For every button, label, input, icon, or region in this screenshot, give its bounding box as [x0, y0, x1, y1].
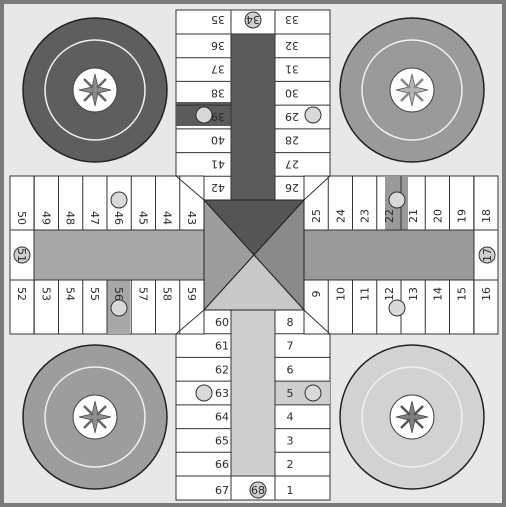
cell-label: 24	[334, 209, 347, 223]
cell-label: 53	[39, 287, 52, 301]
cell-label: 66	[215, 458, 229, 471]
cell-label: 16	[480, 287, 493, 301]
cell-label: 41	[211, 157, 225, 170]
cell-label: 10	[334, 287, 347, 301]
cell-label: 62	[215, 363, 229, 376]
cell-label: 36	[211, 39, 225, 52]
cell-label: 60	[215, 316, 229, 329]
cell-label: 61	[215, 340, 229, 353]
marker-circle	[111, 300, 127, 316]
cell-label: 52	[15, 287, 28, 301]
cell-label: 55	[88, 287, 101, 301]
cell-label: 17	[481, 248, 494, 262]
cell-label: 46	[112, 211, 125, 225]
cell-label: 37	[211, 63, 225, 76]
home-bottom-left	[23, 345, 167, 489]
cell-label: 68	[251, 484, 265, 497]
marker-circle	[196, 385, 212, 401]
cell-label: 49	[39, 211, 52, 225]
cell-label: 26	[285, 181, 299, 194]
home-top-left	[23, 18, 167, 162]
cell-label: 47	[88, 211, 101, 225]
cell-label: 12	[383, 287, 396, 301]
cell-label: 6	[287, 363, 294, 376]
cell-label: 35	[211, 13, 225, 26]
cell-label: 19	[456, 209, 469, 223]
marker-circle	[111, 192, 127, 208]
cell-label: 48	[64, 211, 77, 225]
cell-label: 23	[359, 209, 372, 223]
cell-label: 67	[215, 484, 229, 497]
cell-label: 30	[285, 86, 299, 99]
cell-label: 27	[285, 157, 299, 170]
cell-label: 50	[15, 211, 28, 225]
cell-label: 4	[287, 411, 294, 424]
cell-label: 1	[287, 484, 294, 497]
cell-label: 15	[456, 287, 469, 301]
cell-label: 42	[211, 181, 225, 194]
cell-label: 18	[480, 209, 493, 223]
cell-label: 32	[285, 39, 299, 52]
cell-label: 59	[185, 287, 198, 301]
cell-label: 45	[136, 211, 149, 225]
cell-label: 11	[359, 287, 372, 301]
cell-label: 7	[287, 340, 294, 353]
cell-label: 34	[246, 13, 260, 26]
cell-label: 31	[285, 63, 299, 76]
cell-label: 8	[287, 316, 294, 329]
cell-label: 54	[64, 287, 77, 301]
cell-label: 40	[211, 134, 225, 147]
marker-circle	[305, 385, 321, 401]
marker-circle	[305, 107, 321, 123]
cell-label: 51	[15, 248, 28, 262]
top-center-start: 34	[245, 12, 261, 28]
cell-label: 64	[215, 411, 229, 424]
cell-label: 29	[285, 110, 299, 123]
cell-label: 5	[287, 387, 294, 400]
cell-label: 2	[287, 458, 294, 471]
right-arm: 17 25 24 23 22 21 20 19 18 9 10 11 12 13 14 15 16	[304, 176, 498, 334]
cell-label: 58	[161, 287, 174, 301]
top-arm: 34 35 33 36 37 38 39 40 41 42 32 31 30 29 28 27 26	[176, 10, 330, 200]
cell-label: 22	[383, 209, 396, 223]
cell-label: 20	[431, 209, 444, 223]
cell-label: 43	[185, 211, 198, 225]
marker-circle	[389, 192, 405, 208]
cell-label: 28	[285, 134, 299, 147]
marker-circle	[196, 107, 212, 123]
cell-label: 44	[161, 211, 174, 225]
right-center-start: 17	[479, 247, 495, 263]
cell-label: 56	[112, 287, 125, 301]
cell-label: 39	[211, 110, 225, 123]
left-center-start: 51	[14, 247, 30, 263]
cell-label: 13	[407, 287, 420, 301]
cell-label: 25	[310, 209, 323, 223]
home-top-right	[340, 18, 484, 162]
home-bottom-right	[340, 345, 484, 489]
cell-label: 14	[431, 287, 444, 301]
marker-circle	[389, 300, 405, 316]
cell-label: 38	[211, 86, 225, 99]
left-arm: 51 50 49 48 47 46 45 44 43 52 53 54 55 56 57 58 59	[10, 176, 204, 334]
cell-label: 9	[310, 291, 323, 298]
cell-label: 21	[407, 209, 420, 223]
cell-label: 65	[215, 434, 229, 447]
bottom-center-start: 68	[250, 482, 266, 498]
cell-label: 63	[215, 387, 229, 400]
cell-label: 3	[287, 434, 294, 447]
cell-label: 57	[136, 287, 149, 301]
cell-label: 33	[285, 13, 299, 26]
